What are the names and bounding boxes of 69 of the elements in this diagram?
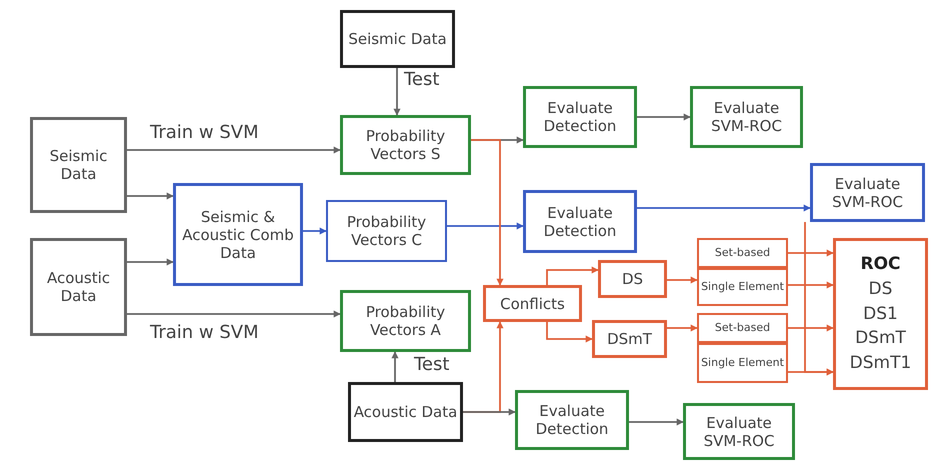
box-text: Seismic Data: [48, 147, 108, 183]
arrow: [303, 228, 327, 234]
box-text: Single Element: [701, 356, 784, 370]
process-box: [523, 190, 637, 253]
box-text: Seismic Data: [348, 30, 447, 48]
box-text: DS: [622, 270, 644, 288]
arrow: [546, 266, 599, 285]
box-text: Probability Vectors A: [364, 303, 446, 339]
box-text: Set-based: [714, 322, 770, 334]
result-box: [833, 238, 928, 390]
process-box: [697, 343, 788, 383]
result-item: DS: [868, 278, 892, 302]
process-box: [592, 320, 667, 358]
arrow: [471, 139, 504, 286]
box-text: Evaluate SVM-ROC: [702, 414, 776, 450]
result-heading: ROC: [860, 253, 901, 276]
arrow: [127, 192, 174, 200]
arrow: [788, 282, 834, 288]
arrow: [667, 324, 698, 332]
arrow: [463, 408, 516, 416]
data-box: [340, 10, 455, 68]
data-box: [30, 238, 127, 336]
process-box: [523, 86, 637, 148]
arrow: [667, 276, 698, 284]
arrow: [392, 351, 398, 382]
process-box: [348, 382, 463, 442]
process-box: [697, 268, 788, 306]
process-box: [810, 163, 925, 222]
arrow: [804, 222, 834, 376]
process-box: [326, 200, 447, 262]
box-text: Evaluate Detection: [542, 99, 618, 135]
process-box: [340, 290, 471, 352]
arrow: [637, 204, 811, 212]
box-text: Evaluate Detection: [534, 402, 610, 438]
result-item: DSmT: [855, 327, 906, 350]
arrow: [788, 324, 834, 332]
process-box: [697, 313, 788, 343]
box-text: Acoustic Data: [354, 403, 458, 421]
arrow: [447, 222, 524, 230]
process-box: [515, 390, 629, 450]
box-text: Evaluate SVM-ROC: [831, 174, 904, 210]
arrow: [127, 310, 341, 318]
process-box: [690, 86, 803, 148]
arrow: [629, 418, 684, 426]
box-text: Set-based: [714, 246, 770, 260]
box-text: Conflicts: [500, 294, 565, 312]
box-text: Probability Vectors S: [364, 127, 446, 163]
box-text: Seismic & Acoustic Comb Data: [181, 208, 295, 262]
box-text: Evaluate SVM-ROC: [710, 99, 783, 135]
process-box: [483, 285, 582, 322]
result-item: DS1: [863, 302, 898, 326]
box-text: DSmT: [607, 330, 652, 348]
process-box: [697, 238, 788, 268]
process-box: [340, 115, 471, 175]
arrow: [637, 114, 691, 120]
arrow: [127, 146, 341, 154]
arrow: [546, 322, 593, 342]
box-text: Evaluate Detection: [542, 204, 618, 240]
box-text: Probability Vectors C: [346, 213, 428, 249]
arrow: [788, 250, 834, 256]
data-box: [173, 183, 303, 286]
arrow: [127, 258, 174, 266]
process-box: [598, 260, 667, 298]
result-item: DSmT1: [850, 352, 912, 375]
process-box: [683, 403, 795, 460]
data-box: [30, 117, 127, 213]
box-text: Single Element: [701, 280, 784, 294]
arrow: [394, 68, 400, 116]
box-text: Acoustic Data: [46, 269, 112, 305]
